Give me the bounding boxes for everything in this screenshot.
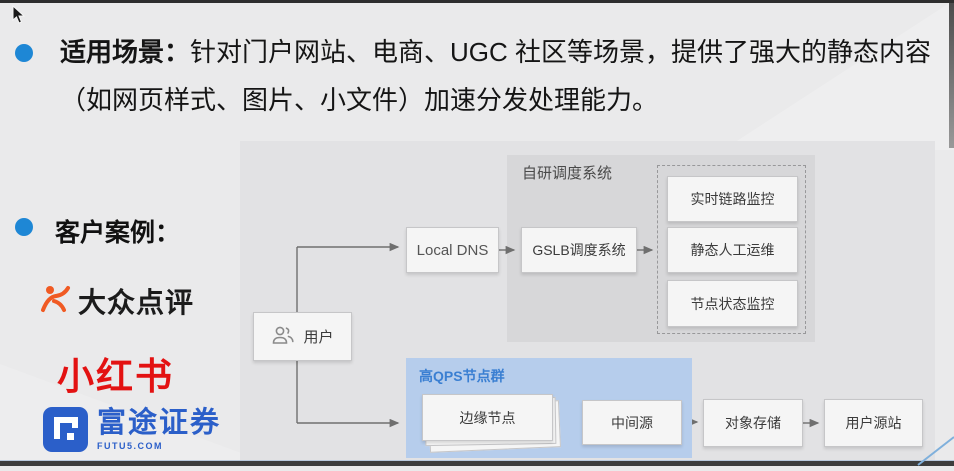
node-static-manual-ops: 静态人工运维 [667,227,798,273]
logo-dianping: 大众点评 [40,281,194,321]
logo-futu: 富途证券 FUTU5.COM [43,407,221,452]
scenario-paragraph: 适用场景：针对门户网站、电商、UGC 社区等场景，提供了强大的静态内容（如网页样… [60,28,954,124]
node-edge-nodes: 边缘节点 [422,394,561,453]
users-icon [271,325,295,349]
futu-wordmark: 富途证券 [97,407,222,439]
edge-node-label-box: 边缘节点 [422,394,553,441]
node-mid-source: 中间源 [582,400,682,445]
scenario-body: 针对门户网站、电商、UGC 社区等场景，提供了强大的静态内容（如网页样式、图片、… [60,37,932,115]
cases-heading: 客户案例： [55,219,181,247]
scenario-label: 适用场景： [60,37,191,67]
dianping-wordmark: 大众点评 [78,287,195,318]
node-gslb-scheduler: GSLB调度系统 [521,227,637,273]
futu-square-icon [43,407,88,452]
mouse-cursor-icon [12,4,26,29]
right-edge-strip [949,0,954,148]
bottom-edge-strip [0,460,954,466]
monitoring-group-box [657,165,806,334]
node-node-status-monitor: 节点状态监控 [667,280,798,327]
node-user-origin: 用户源站 [824,399,923,447]
logo-xiaohongshu: 小红书 [57,356,174,397]
node-user: 用户 [253,312,352,361]
qps-group-label: 高QPS节点群 [419,368,505,384]
top-edge-strip [0,0,954,3]
node-local-dns: Local DNS [406,227,499,273]
bullet-icon [15,218,33,236]
node-realtime-link-monitor: 实时链路监控 [667,176,798,222]
architecture-diagram: 自研调度系统 实时链路监控 静态人工运维 节点状态监控 Local DNS GS… [240,141,935,460]
dianping-mascot-icon [40,283,71,319]
user-node-label: 用户 [303,329,334,346]
node-object-storage: 对象存储 [703,399,803,447]
futu-domain-text: FUTU5.COM [97,441,163,451]
scheduler-panel-label: 自研调度系统 [522,165,613,182]
bullet-icon [15,44,33,62]
